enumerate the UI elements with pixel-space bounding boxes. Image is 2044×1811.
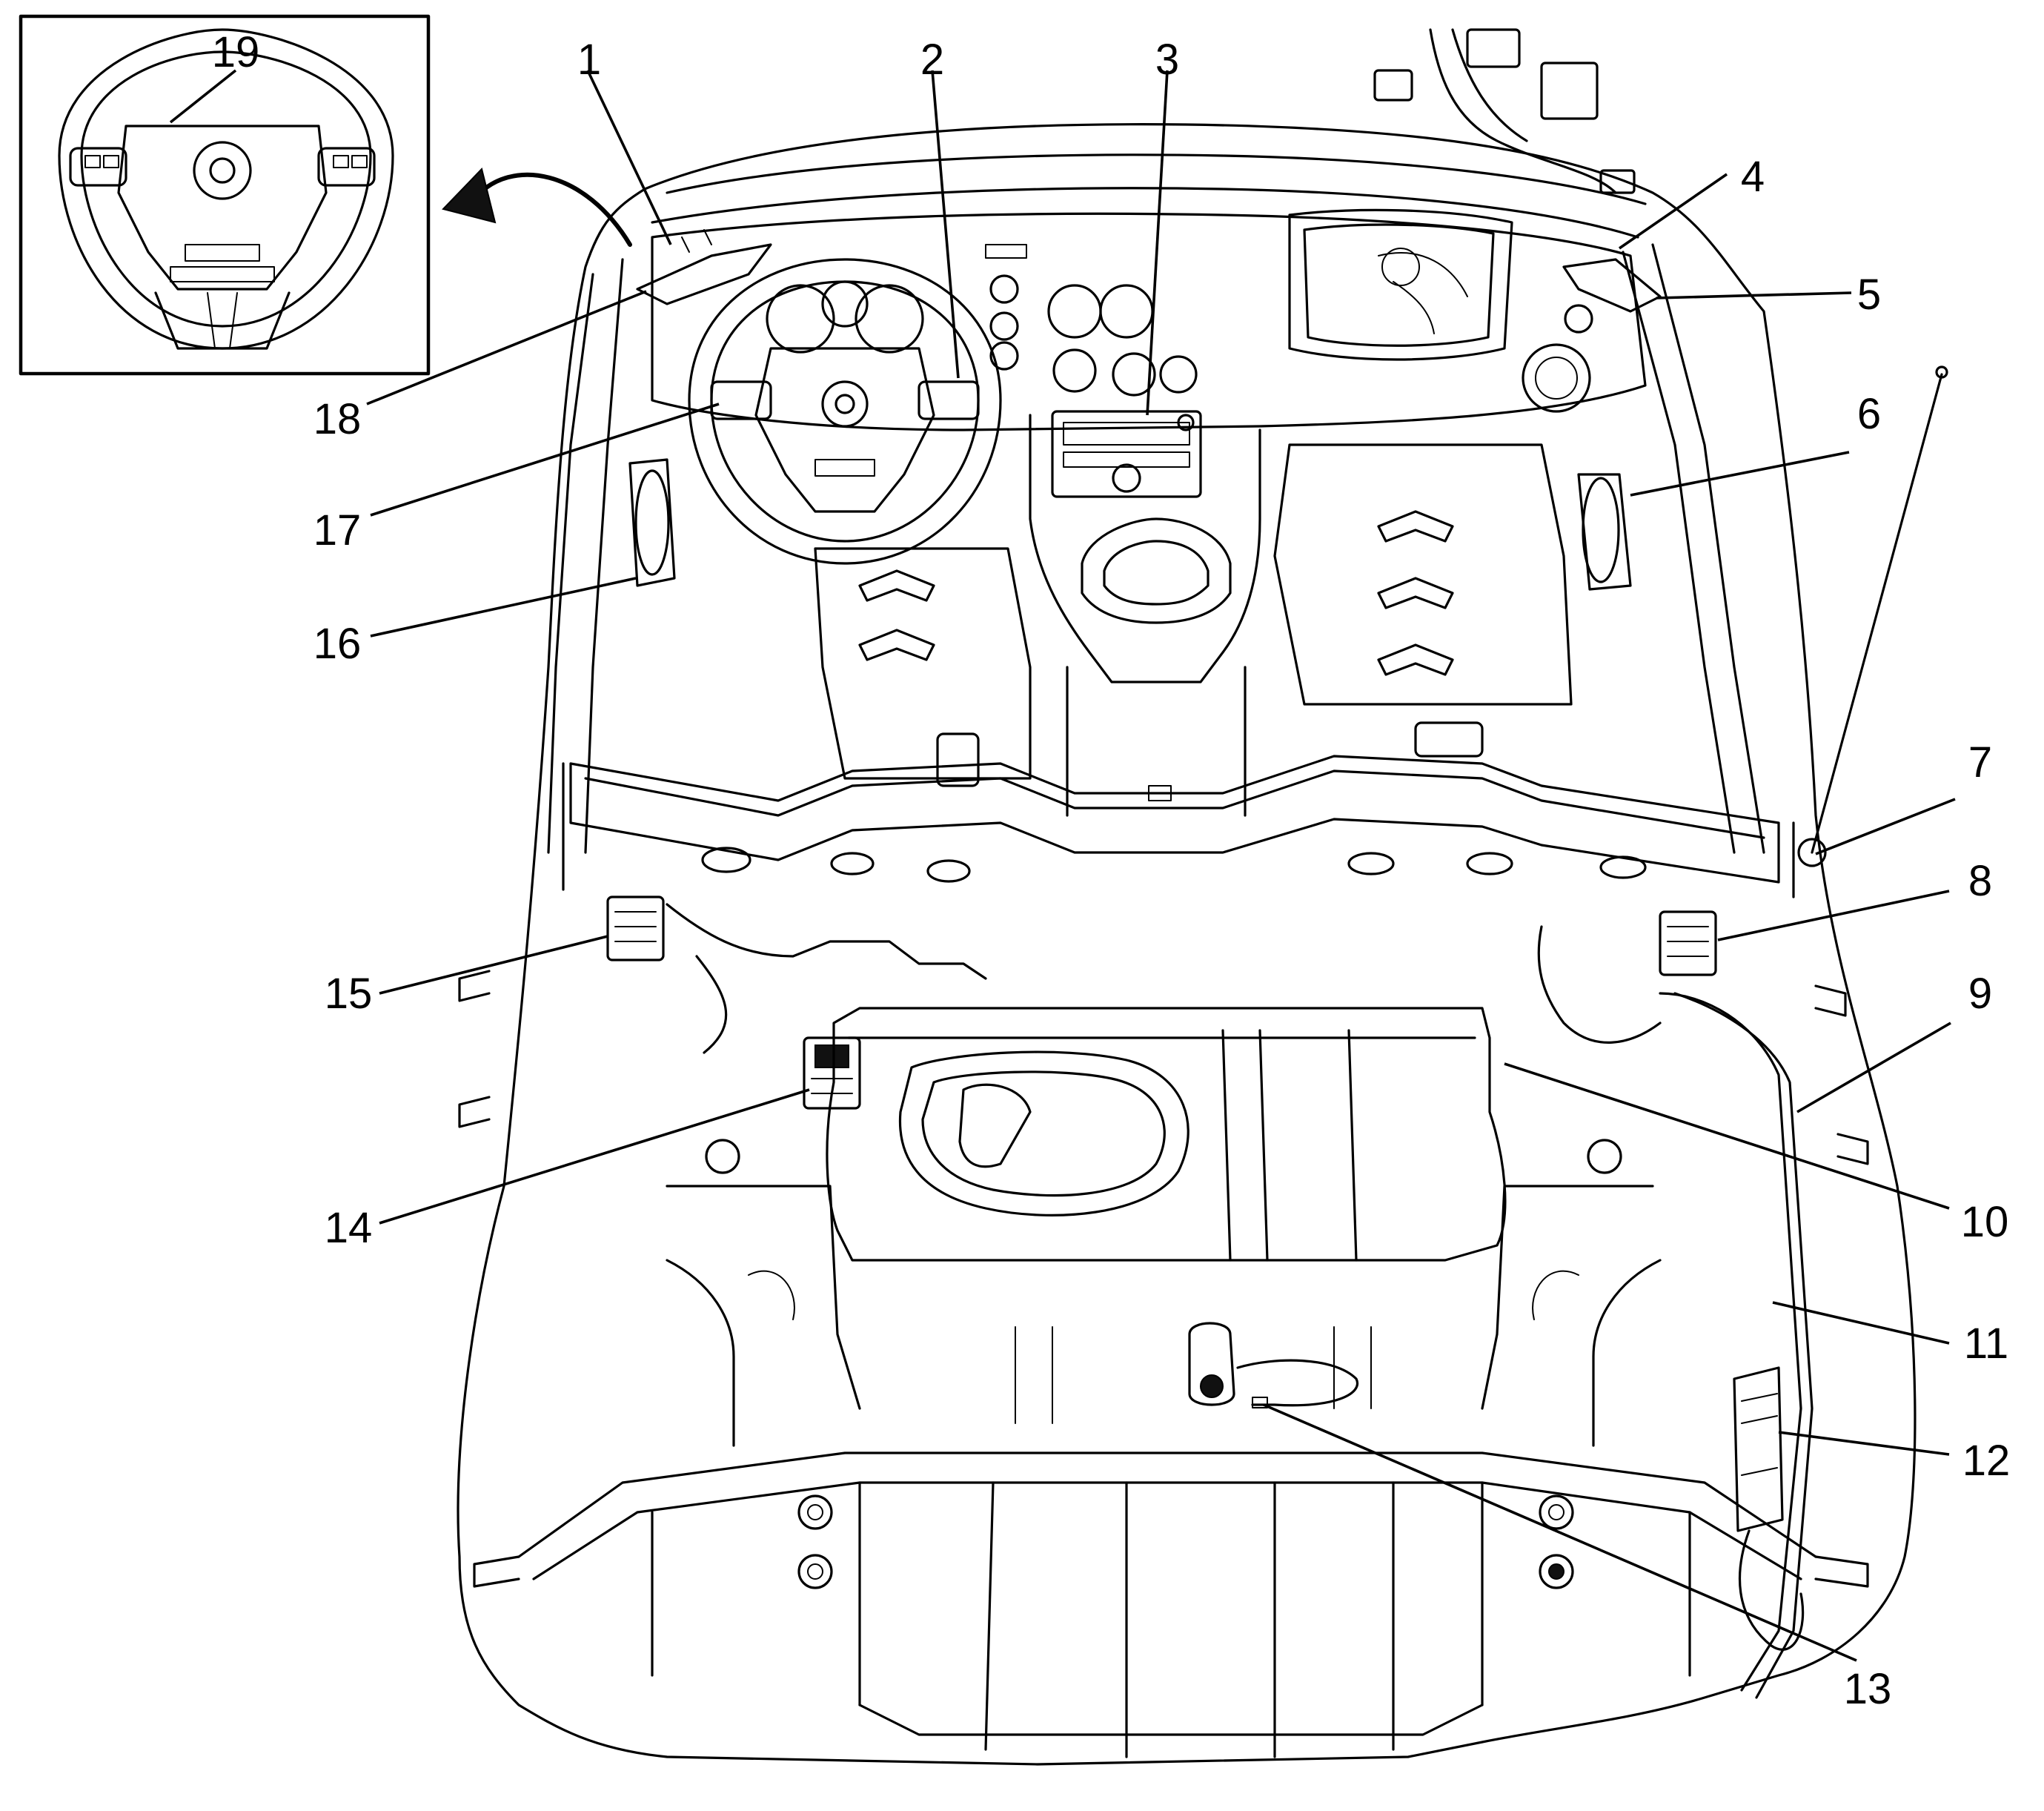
callout-7: 7 (1968, 738, 1992, 787)
right-door-speaker (1577, 473, 1632, 591)
callout-3: 3 (1155, 36, 1179, 84)
leader-14 (379, 1088, 810, 1225)
leader-lines (366, 70, 1956, 1662)
leader-12 (1778, 1431, 1950, 1456)
rear-storage-compartment (666, 1007, 1662, 1447)
leader-11 (1772, 1301, 1950, 1345)
leader-2 (931, 70, 960, 379)
callout-19: 19 (212, 28, 260, 76)
steering-wheel-inset (19, 14, 431, 376)
leader-4 (1618, 173, 1728, 250)
leader-7 (1815, 798, 1956, 855)
rear-antenna-module (1188, 1322, 1359, 1408)
leader-17 (370, 403, 720, 517)
rear-module-right (1733, 1366, 1805, 1651)
callout-13: 13 (1844, 1665, 1892, 1713)
callout-12: 12 (1962, 1437, 2011, 1485)
callout-10: 10 (1961, 1198, 2009, 1246)
radio-unit (1051, 410, 1202, 498)
callout-11: 11 (1964, 1320, 2008, 1368)
connector-module-left (803, 1036, 861, 1110)
callout-4: 4 (1741, 153, 1765, 201)
leader-13 (1263, 1403, 1857, 1662)
callout-2: 2 (920, 36, 944, 84)
leader-5 (1656, 291, 1852, 299)
a-pillar-trim-left (636, 229, 772, 305)
cross-member (562, 755, 1795, 898)
inset-frame (19, 14, 431, 376)
callout-14: 14 (325, 1204, 373, 1252)
leader-6 (1630, 451, 1850, 497)
callout-9: 9 (1968, 970, 1992, 1018)
detail-arrow-icon (442, 168, 632, 247)
antenna-mast (1797, 365, 1948, 867)
left-rear-module (606, 895, 987, 1054)
leader-9 (1796, 1022, 1951, 1113)
leader-18 (366, 290, 647, 405)
callout-8: 8 (1968, 857, 1992, 905)
callout-labels: 19 1 2 3 4 5 6 7 8 9 10 11 12 13 14 15 1… (212, 28, 2011, 1713)
leader-10 (1504, 1062, 1950, 1210)
steering-wheel (688, 258, 1002, 565)
left-door-speaker (628, 458, 676, 587)
callout-16: 16 (313, 620, 362, 668)
leader-15 (379, 935, 608, 995)
leader-1 (586, 70, 672, 245)
callout-17: 17 (313, 506, 362, 554)
callout-18: 18 (313, 395, 362, 443)
right-rear-module (1537, 910, 1814, 1699)
callout-5: 5 (1857, 271, 1881, 319)
callout-6: 6 (1857, 390, 1881, 438)
leader-3 (1146, 70, 1169, 416)
a-pillar-trim-right (1562, 258, 1662, 313)
leader-16 (370, 577, 637, 638)
rear-lower-panel (458, 970, 1869, 1758)
floor-pan (814, 443, 1573, 817)
callout-15: 15 (325, 970, 373, 1018)
wiring-harness-top (1373, 28, 1636, 194)
leader-8 (1717, 890, 1950, 941)
vehicle-body-outline (457, 123, 1917, 1766)
instrument-panel (651, 208, 1647, 683)
callout-1: 1 (577, 36, 601, 84)
